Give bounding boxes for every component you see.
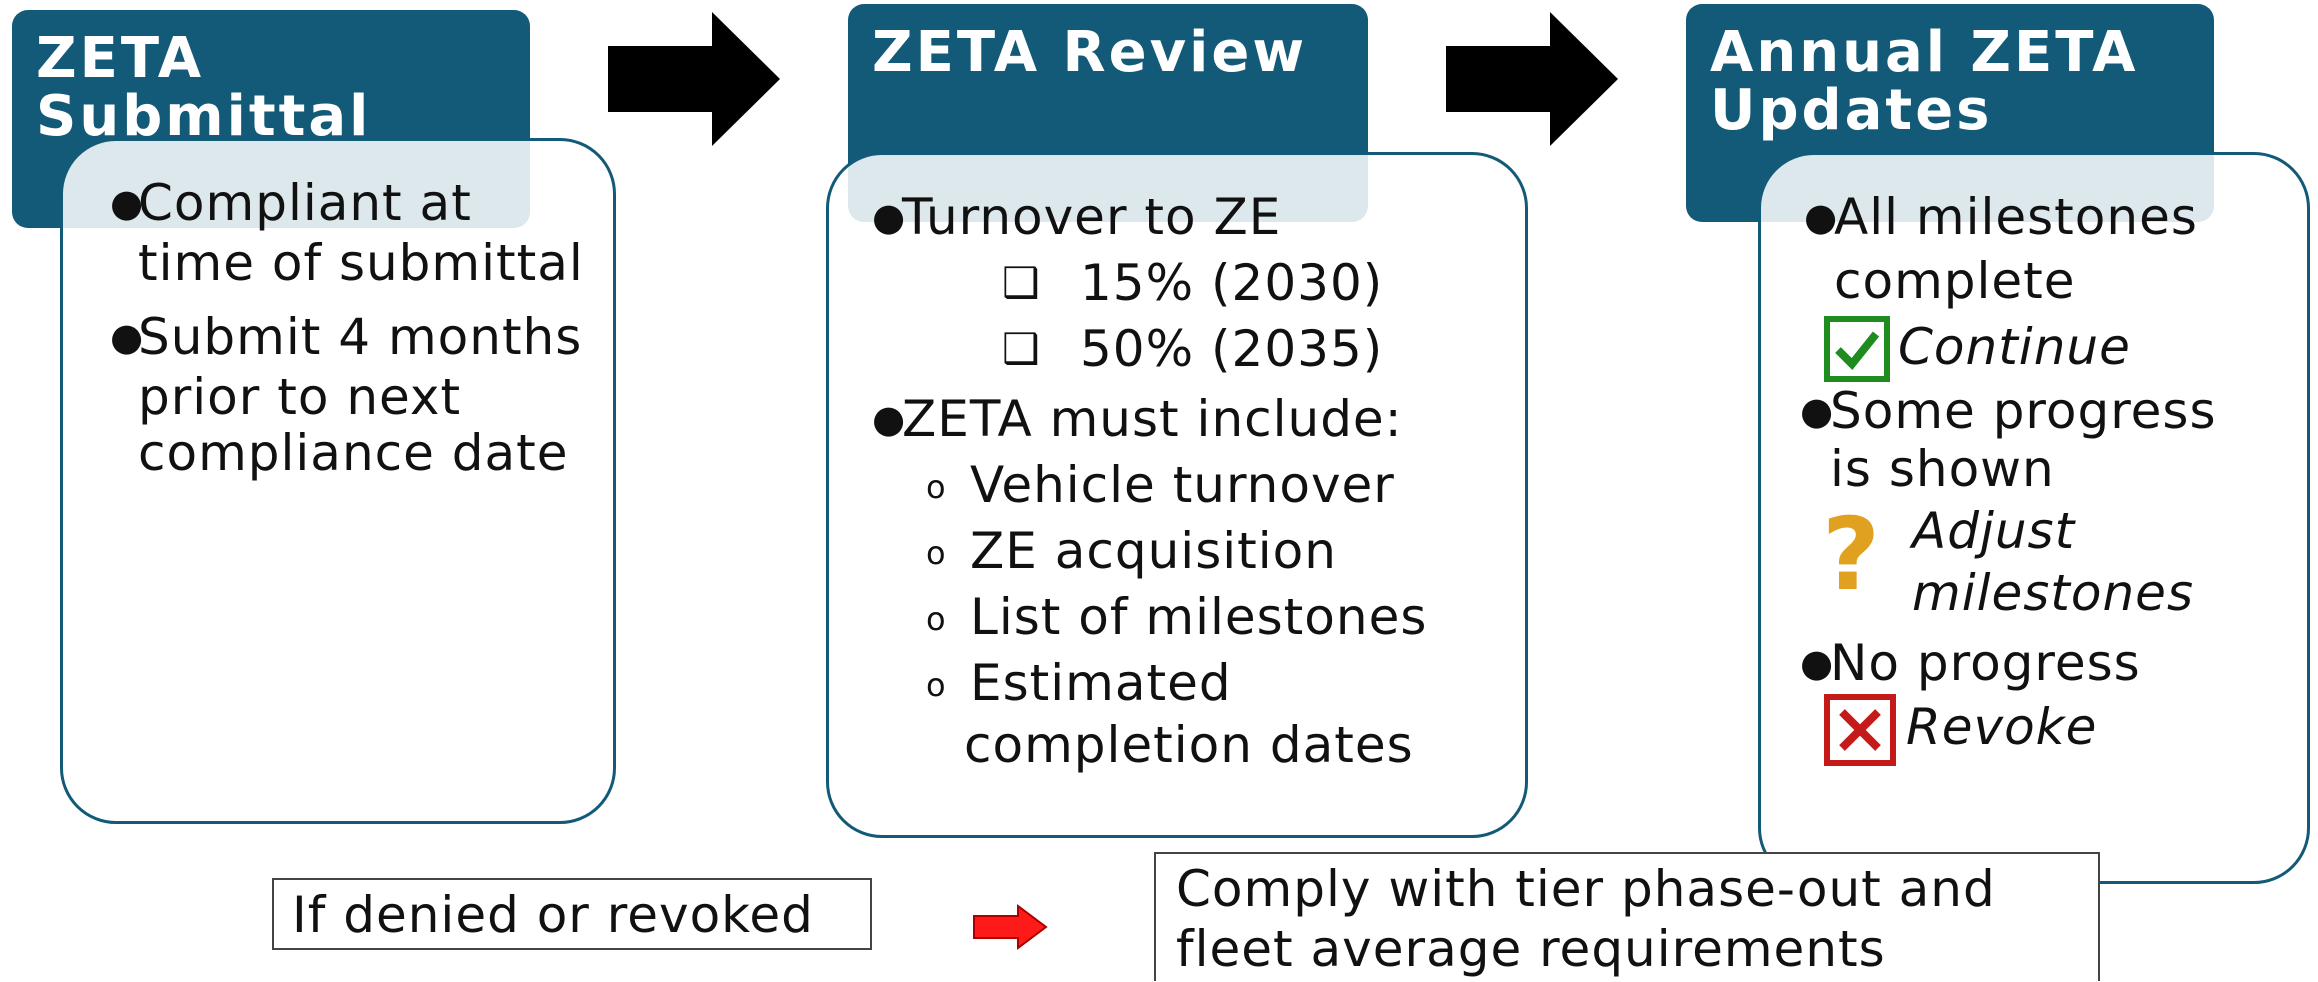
step3-line-5: is shown [1830, 440, 2055, 498]
bullet-icon: ● [872, 195, 906, 239]
bullet-icon: ● [1800, 389, 1834, 433]
step3-continue: Continue [1898, 318, 2131, 376]
bullet-icon: ● [1800, 641, 1834, 685]
checkbox-icon: ❑ [1002, 258, 1040, 307]
bullet-icon: ● [110, 181, 144, 225]
step1-bullet-2-cont2: compliance date [138, 424, 569, 482]
circle-bullet-icon: o [926, 534, 946, 572]
step3-line-1: All milestones [1834, 188, 2198, 246]
step2-bullet-2: ZETA must include: [902, 390, 1403, 448]
green-check-icon [1824, 316, 1890, 382]
bullet-icon: ● [1804, 195, 1838, 239]
step1-bullet-1: Compliant at [138, 174, 472, 232]
step1-card [60, 138, 616, 824]
step2-sub-1: 15% (2030) [1080, 254, 1384, 312]
bullet-icon: ● [872, 397, 906, 441]
step2-item-2: ZE acquisition [970, 522, 1337, 580]
step3-line-8: No progress [1830, 634, 2141, 692]
step3-line-2: complete [1834, 252, 2076, 310]
condition-text: If denied or revoked [292, 886, 814, 944]
step3-card [1758, 152, 2310, 884]
red-x-icon [1824, 694, 1896, 766]
condition-box: If denied or revoked [272, 878, 872, 950]
step3-title-line1: Annual ZETA [1710, 20, 2139, 85]
step2-item-4-cont: completion dates [964, 716, 1414, 774]
outcome-box: Comply with tier phase-out and fleet ave… [1154, 852, 2100, 981]
checkbox-icon: ❑ [1002, 324, 1040, 373]
step2-card [826, 152, 1528, 838]
step3-adjust: Adjust [1912, 502, 2076, 560]
step3-title-line2: Updates [1710, 78, 1993, 143]
circle-bullet-icon: o [926, 468, 946, 506]
step2-item-3: List of milestones [970, 588, 1428, 646]
step2-item-1: Vehicle turnover [970, 456, 1395, 514]
step2-sub-2: 50% (2035) [1080, 320, 1384, 378]
outcome-line2: fleet average requirements [1176, 920, 1886, 978]
question-mark-icon: ? [1822, 496, 1882, 613]
step3-milestones: milestones [1912, 564, 2194, 622]
circle-bullet-icon: o [926, 600, 946, 638]
step2-item-4: Estimated [970, 654, 1232, 712]
step1-title: ZETA Submittal [36, 26, 372, 149]
step1-bullet-2-cont: prior to next [138, 368, 462, 426]
step1-bullet-2: Submit 4 months [138, 308, 583, 366]
outcome-line1: Comply with tier phase-out and [1176, 860, 1996, 918]
right-arrow-icon [973, 904, 1048, 950]
step3-line-4: Some progress [1830, 382, 2217, 440]
right-arrow-icon [1446, 12, 1618, 146]
step2-bullet-1: Turnover to ZE [902, 188, 1282, 246]
step1-bullet-1-cont: time of submittal [138, 234, 584, 292]
right-arrow-icon [608, 12, 780, 146]
step2-title: ZETA Review [872, 20, 1308, 85]
circle-bullet-icon: o [926, 666, 946, 704]
step3-revoke: Revoke [1906, 698, 2098, 756]
bullet-icon: ● [110, 315, 144, 359]
